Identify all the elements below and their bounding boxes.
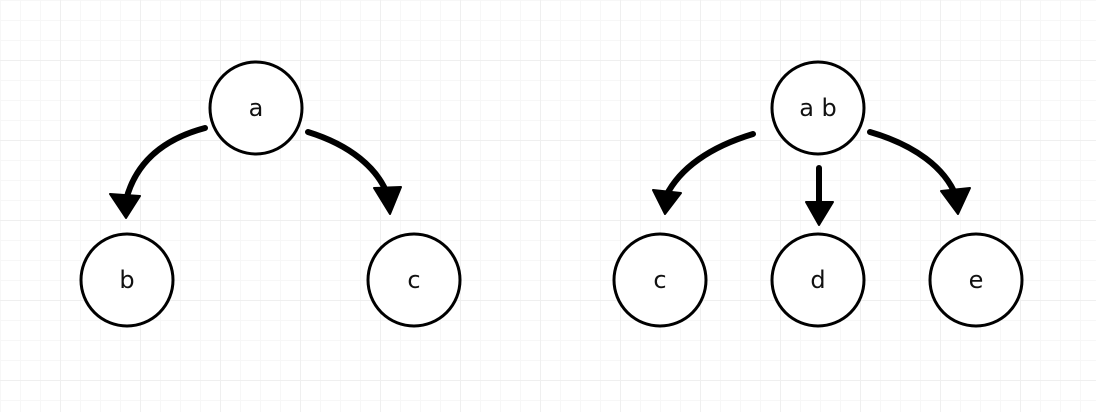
node-b-label: b — [119, 266, 134, 294]
edge-ab-to-c — [652, 131, 756, 215]
edge-a-to-c — [305, 129, 402, 215]
edge-ab-to-d — [805, 165, 834, 226]
node-c2[interactable]: c — [612, 232, 708, 328]
node-c-label: c — [407, 266, 420, 294]
node-e[interactable]: e — [928, 232, 1024, 328]
node-b[interactable]: b — [79, 232, 175, 328]
node-ab-label: a b — [799, 94, 837, 122]
edge-ab-to-e — [867, 129, 971, 215]
node-d-label: d — [810, 266, 825, 294]
node-d[interactable]: d — [770, 232, 866, 328]
node-ab[interactable]: a b — [770, 60, 866, 156]
node-c2-label: c — [653, 266, 666, 294]
node-c[interactable]: c — [366, 232, 462, 328]
node-e-label: e — [969, 266, 984, 294]
node-a[interactable]: a — [208, 60, 304, 156]
node-a-label: a — [249, 94, 264, 122]
edge-a-to-b — [109, 125, 208, 219]
